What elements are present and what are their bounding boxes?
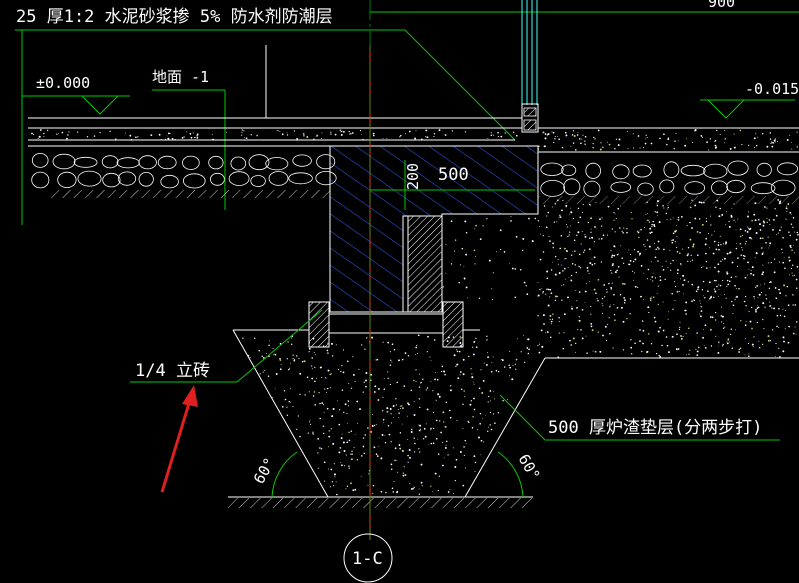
level-marker-left xyxy=(22,95,130,115)
standing-brick-right xyxy=(442,301,464,348)
floor-label-text: 地面 -1 xyxy=(152,68,209,86)
floor-slab xyxy=(28,45,799,153)
brick-leader xyxy=(130,309,323,383)
window-frame xyxy=(521,0,538,105)
axis-label-text: 1-C xyxy=(352,549,383,569)
brick-label-text: 1/4 立砖 xyxy=(135,361,210,381)
standing-brick-left xyxy=(308,301,330,348)
red-arrow-annotation xyxy=(160,385,198,493)
axis-bubble xyxy=(343,533,393,583)
brick-wall xyxy=(407,215,443,313)
level-marker-right xyxy=(700,99,795,119)
beam-height-text: 200 xyxy=(404,163,422,190)
cushion-label-text: 500 厚炉渣垫层(分两步打) xyxy=(548,418,762,438)
cushion-leader xyxy=(499,394,780,441)
level-left-text: ±0.000 xyxy=(36,74,90,92)
level-right-text: -0.015 xyxy=(745,80,799,98)
top-right-dimension: 900 xyxy=(708,0,735,11)
angle-arcs xyxy=(271,451,524,498)
beam-width-text: 500 xyxy=(438,165,469,185)
beam-dimension xyxy=(370,160,535,210)
cushion-trench xyxy=(228,329,799,498)
top-note-text: 25 厚1:2 水泥砂浆掺 5% 防水剂防潮层 xyxy=(16,7,333,27)
gravel-layer xyxy=(31,152,799,197)
